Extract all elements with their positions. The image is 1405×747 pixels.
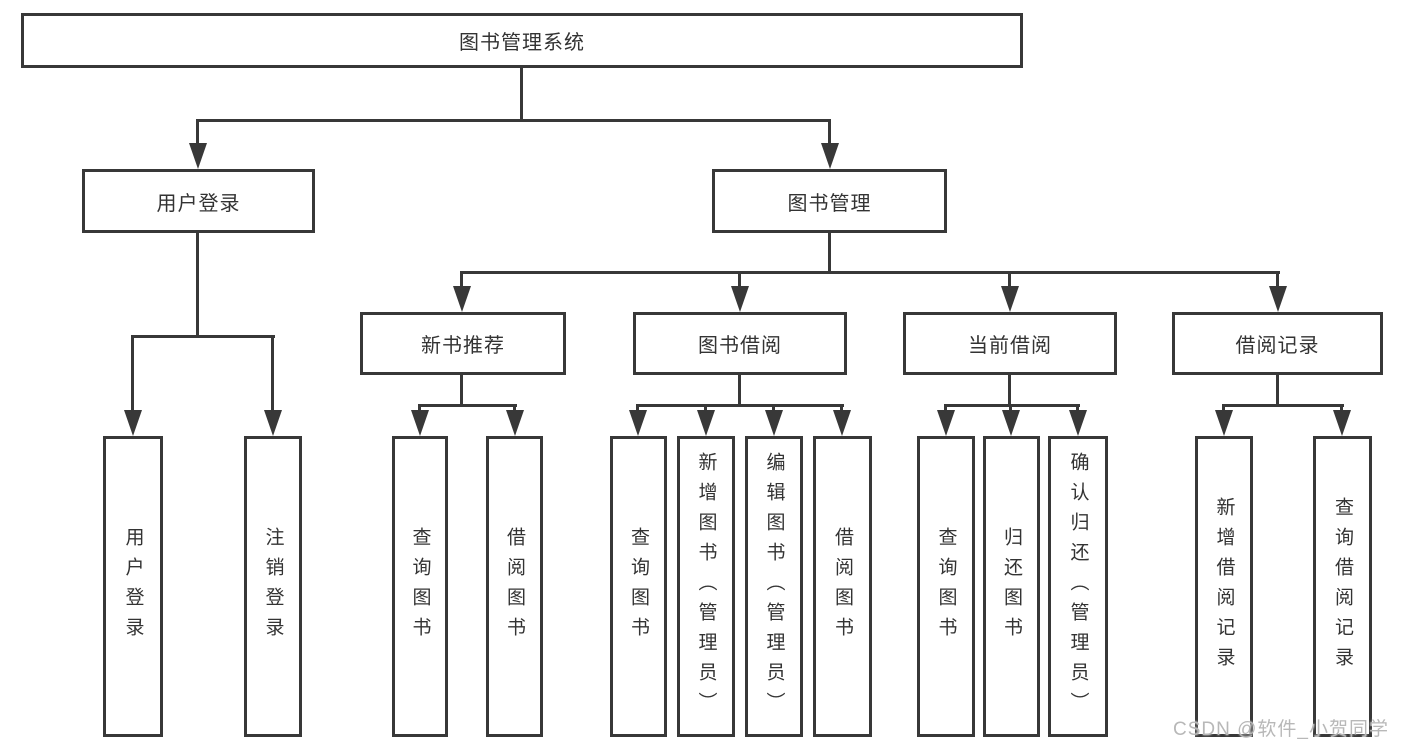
leaf-label: 编辑图书（管理员） [763,451,785,722]
node-label: 当前借阅 [968,335,1052,357]
leaf-label: 注销登录 [262,526,284,647]
arrow-down-icon [629,410,647,436]
leaf-label: 归还图书 [1001,526,1022,647]
leaf-add-borrow-record: 新增借阅记录 [1195,436,1253,737]
node-label: 图书管理系统 [459,32,585,54]
arrow-down-icon [124,410,142,436]
arrow-down-icon [1215,410,1233,436]
node-user-login: 用户登录 [82,169,315,233]
node-book-borrowing: 图书借阅 [633,312,847,375]
connector-hline [1222,404,1344,407]
arrow-down-icon [1002,410,1020,436]
connector-stem [1276,375,1279,406]
arrow-down-icon [1333,410,1351,436]
connector-stem [460,375,463,406]
node-label: 图书借阅 [698,335,782,357]
leaf-label: 借阅图书 [832,526,853,647]
node-label: 图书管理 [787,192,872,215]
connector-hline [418,404,517,407]
node-new-book-recommendation: 新书推荐 [360,312,566,375]
connector-hline [636,404,844,407]
arrow-down-icon [1001,286,1019,312]
arrow-down-icon [411,410,429,436]
leaf-label: 借阅图书 [504,526,525,647]
arrow-down-icon [937,410,955,436]
leaf-confirm-return-admin: 确认归还（管理员） [1048,436,1108,737]
leaf-label: 查询图书 [628,526,649,647]
leaf-label: 新增借阅记录 [1213,496,1235,677]
connector-stub-leaf [131,335,134,426]
node-current-borrowing: 当前借阅 [903,312,1117,375]
arrow-down-icon [821,143,839,169]
connector-stub-leaf [271,335,274,426]
connector-user-login-stem [196,233,199,338]
node-library-management-system: 图书管理系统 [21,13,1023,68]
leaf-label: 确认归还（管理员） [1067,451,1089,722]
leaf-label: 新增图书（管理员） [695,451,717,722]
arrow-down-icon [189,143,207,169]
arrow-down-icon [833,410,851,436]
arrow-down-icon [1069,410,1087,436]
node-label: 新书推荐 [421,335,505,357]
arrow-down-icon [765,410,783,436]
node-book-management: 图书管理 [712,169,947,233]
arrow-down-icon [697,410,715,436]
connector-stem [738,375,741,406]
connector-book-management-stem [828,233,831,274]
leaf-borrow-books-recommend: 借阅图书 [486,436,543,737]
leaf-query-books-recommend: 查询图书 [392,436,448,737]
leaf-borrow-books-borrowing: 借阅图书 [813,436,872,737]
watermark: CSDN @软件_小贺同学 [1173,719,1389,740]
leaf-label: 查询借阅记录 [1332,496,1353,677]
connector-level2-hline [196,119,831,122]
connector-stub-book-management [828,119,831,151]
leaf-label: 查询图书 [409,526,431,647]
arrow-down-icon [731,286,749,312]
leaf-query-borrow-record: 查询借阅记录 [1313,436,1372,737]
leaf-label: 查询图书 [935,526,957,647]
connector-hline [944,404,1080,407]
connector-level3-hline [460,271,1280,274]
connector-root-stem [520,68,523,121]
arrow-down-icon [453,286,471,312]
leaf-logout: 注销登录 [244,436,302,737]
leaf-label: 用户登录 [122,526,144,647]
connector-user-login-hline [131,335,275,338]
arrow-down-icon [506,410,524,436]
leaf-add-book-admin: 新增图书（管理员） [677,436,735,737]
connector-stub-user-login [196,119,199,151]
arrow-down-icon [264,410,282,436]
leaf-return-books: 归还图书 [983,436,1040,737]
leaf-query-books-borrowing: 查询图书 [610,436,667,737]
node-label: 借阅记录 [1235,335,1320,357]
node-label: 用户登录 [156,192,241,215]
connector-stem [1008,375,1011,406]
leaf-query-books-current: 查询图书 [917,436,975,737]
leaf-edit-book-admin: 编辑图书（管理员） [745,436,803,737]
arrow-down-icon [1269,286,1287,312]
leaf-user-login: 用户登录 [103,436,163,737]
node-borrowing-records: 借阅记录 [1172,312,1383,375]
